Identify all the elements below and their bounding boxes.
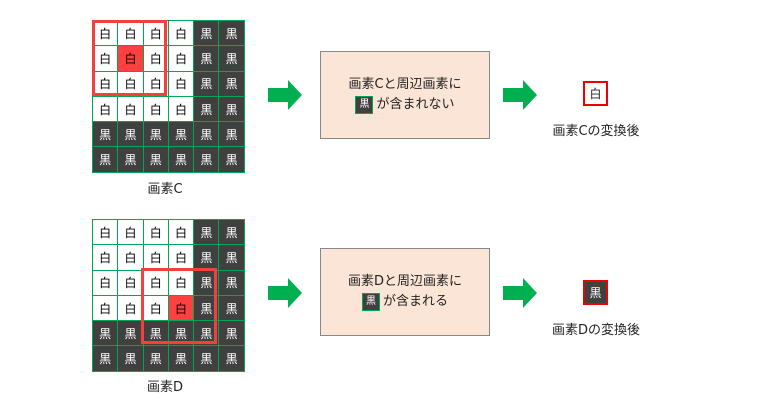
- pixel-cell: 黒: [168, 346, 194, 371]
- pixel-cell: 黒: [168, 122, 194, 147]
- pixel-cell: 黒: [219, 321, 244, 346]
- pixel-cell: 黒: [219, 71, 244, 96]
- condition-line2: が含まれない: [376, 97, 455, 112]
- result-pixel: 黒: [583, 280, 608, 305]
- pixel-cell: 黒: [143, 122, 168, 147]
- pixel-cell: 黒: [219, 96, 244, 122]
- pixel-cell: 白: [143, 46, 168, 71]
- condition-line1: 画素Dと周辺画素に: [347, 274, 462, 289]
- pixel-cell: 黒: [194, 122, 219, 147]
- pixel-cell: 白: [168, 71, 194, 96]
- arrow-right-icon: [268, 80, 302, 110]
- pixel-cell: 白: [143, 270, 168, 295]
- pixel-cell: 白: [118, 21, 143, 46]
- pixel-grid-d: 白白白白黒黒白白白白黒黒白白白白黒黒白白白白黒黒黒黒黒黒黒黒黒黒黒黒黒黒: [92, 219, 245, 372]
- pixel-cell: 白: [143, 295, 168, 321]
- pixel-cell: 黒: [118, 321, 143, 346]
- pixel-cell: 黒: [219, 270, 244, 295]
- result-caption: 画素Cの変換後: [552, 124, 640, 139]
- pixel-cell: 黒: [118, 147, 143, 172]
- pixel-cell: 黒: [194, 71, 219, 96]
- pixel-cell: 黒: [219, 21, 244, 46]
- pixel-cell: 黒: [194, 46, 219, 71]
- grid-caption: 画素D: [146, 380, 183, 395]
- condition-box: 画素Dと周辺画素に 黒が含まれる: [320, 248, 490, 336]
- pixel-cell: 白: [168, 270, 194, 295]
- pixel-cell: 白: [143, 245, 168, 270]
- pixel-cell: 白: [143, 21, 168, 46]
- pixel-cell: 黒: [93, 122, 118, 147]
- arrow-right-icon: [503, 80, 537, 110]
- neighborhood-selection: [92, 20, 167, 96]
- pixel-cell: 黒: [219, 245, 244, 270]
- pixel-cell: 白: [118, 96, 143, 122]
- pixel-cell: 白: [143, 96, 168, 122]
- condition-line1: 画素Cと周辺画素に: [348, 77, 462, 92]
- pixel-cell: 白: [93, 21, 118, 46]
- pixel-cell: 白: [118, 295, 143, 321]
- pixel-cell: 白: [168, 96, 194, 122]
- target-pixel: 白: [168, 295, 194, 321]
- pixel-cell: 黒: [194, 220, 219, 245]
- pixel-cell: 黒: [194, 96, 219, 122]
- black-chip: 黒: [361, 292, 380, 311]
- pixel-cell: 白: [118, 71, 143, 96]
- result-pixel: 白: [583, 81, 608, 106]
- pixel-cell: 白: [93, 270, 118, 295]
- pixel-cell: 白: [93, 71, 118, 96]
- pixel-cell: 黒: [219, 346, 244, 371]
- arrow-right-icon: [268, 278, 302, 308]
- pixel-cell: 黒: [219, 122, 244, 147]
- black-chip: 黒: [355, 95, 374, 114]
- neighborhood-selection: [141, 268, 217, 344]
- pixel-cell: 黒: [219, 220, 244, 245]
- pixel-cell: 黒: [219, 147, 244, 172]
- pixel-cell: 白: [118, 245, 143, 270]
- pixel-cell: 黒: [168, 147, 194, 172]
- pixel-cell: 黒: [194, 245, 219, 270]
- pixel-cell: 黒: [143, 346, 168, 371]
- pixel-grid-c: 白白白白黒黒白白白白黒黒白白白白黒黒白白白白黒黒黒黒黒黒黒黒黒黒黒黒黒黒: [92, 20, 245, 173]
- pixel-cell: 白: [93, 220, 118, 245]
- pixel-cell: 白: [93, 96, 118, 122]
- pixel-cell: 黒: [194, 21, 219, 46]
- result-caption: 画素Dの変換後: [551, 323, 640, 338]
- pixel-cell: 黒: [118, 122, 143, 147]
- pixel-cell: 白: [143, 220, 168, 245]
- pixel-cell: 黒: [194, 147, 219, 172]
- pixel-cell: 白: [93, 46, 118, 71]
- target-pixel: 白: [118, 46, 143, 71]
- pixel-cell: 黒: [143, 147, 168, 172]
- pixel-cell: 黒: [93, 147, 118, 172]
- pixel-cell: 黒: [194, 346, 219, 371]
- pixel-cell: 白: [143, 71, 168, 96]
- pixel-cell: 白: [168, 220, 194, 245]
- condition-line2: が含まれる: [382, 294, 448, 309]
- pixel-cell: 白: [168, 46, 194, 71]
- pixel-cell: 白: [118, 270, 143, 295]
- pixel-cell: 黒: [93, 346, 118, 371]
- pixel-cell: 黒: [118, 346, 143, 371]
- pixel-cell: 白: [168, 245, 194, 270]
- arrow-right-icon: [503, 278, 537, 308]
- pixel-cell: 黒: [219, 46, 244, 71]
- grid-caption: 画素C: [147, 182, 183, 197]
- condition-box: 画素Cと周辺画素に 黒が含まれない: [320, 51, 490, 139]
- pixel-cell: 黒: [93, 321, 118, 346]
- pixel-cell: 白: [168, 21, 194, 46]
- pixel-cell: 白: [118, 220, 143, 245]
- pixel-cell: 白: [93, 245, 118, 270]
- pixel-cell: 黒: [219, 295, 244, 321]
- pixel-cell: 白: [93, 295, 118, 321]
